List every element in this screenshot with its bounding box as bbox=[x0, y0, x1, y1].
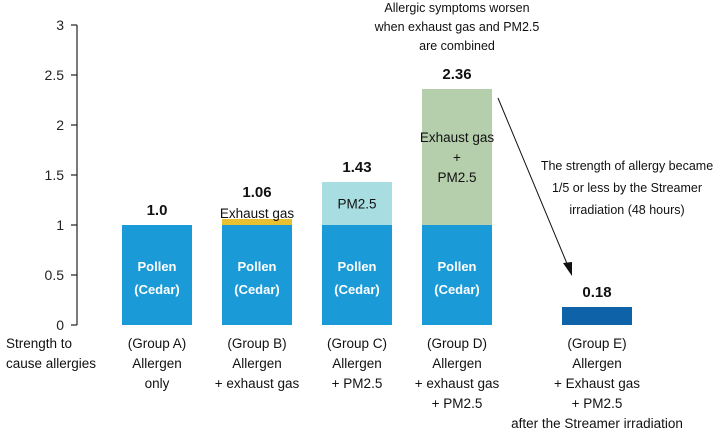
y-tick-label: 2 bbox=[56, 117, 64, 133]
segment-label: PM2.5 bbox=[437, 170, 476, 185]
category-label: + PM2.5 bbox=[432, 396, 483, 411]
top-note-line: when exhaust gas and PM2.5 bbox=[374, 20, 540, 34]
y-tick-label: 1.5 bbox=[45, 167, 65, 183]
category-label: Allergen bbox=[332, 356, 382, 371]
y-tick-label: 0 bbox=[56, 317, 64, 333]
segment-label: + bbox=[453, 150, 461, 165]
category-label: (Group D) bbox=[427, 336, 487, 351]
segment-label: Pollen bbox=[137, 259, 176, 274]
category-label: + PM2.5 bbox=[572, 396, 623, 411]
category-label: + exhaust gas bbox=[415, 376, 500, 391]
segment-label: Exhaust gas bbox=[420, 130, 495, 145]
reduction-arrow bbox=[497, 97, 572, 276]
category-label: Allergen bbox=[432, 356, 482, 371]
bar-segment bbox=[322, 225, 392, 325]
bar-segment bbox=[422, 225, 492, 325]
category-label: (Group A) bbox=[128, 336, 187, 351]
segment-label: (Cedar) bbox=[434, 282, 480, 297]
category-label: Allergen bbox=[232, 356, 282, 371]
segment-label: Pollen bbox=[237, 259, 276, 274]
side-annotation: The strength of allergy became 1/5 or les… bbox=[541, 159, 713, 217]
segment-label: Exhaust gas bbox=[220, 206, 295, 221]
segment-label: (Cedar) bbox=[234, 282, 280, 297]
bar-segment bbox=[122, 225, 192, 325]
segment-label: PM2.5 bbox=[337, 197, 376, 212]
category-labels: (Group A) Allergen only (Group B) Allergen + … bbox=[128, 336, 683, 430]
y-axis-label: Strength to cause allergies bbox=[6, 336, 96, 371]
category-label: + exhaust gas bbox=[215, 376, 300, 391]
segment-label: Pollen bbox=[437, 259, 476, 274]
top-note-line: Allergic symptoms worsen bbox=[384, 1, 529, 15]
segment-label: (Cedar) bbox=[334, 282, 380, 297]
y-tick-label: 2.5 bbox=[45, 67, 65, 83]
side-note-line: 1/5 or less by the Streamer bbox=[552, 181, 702, 195]
category-label: after the Streamer irradiation bbox=[511, 416, 683, 430]
category-label: Allergen bbox=[572, 356, 622, 371]
bar-total-label: 1.0 bbox=[147, 202, 168, 219]
category-label: only bbox=[145, 376, 170, 391]
y-axis-label-line-1: Strength to bbox=[6, 336, 72, 351]
bar-segment bbox=[322, 182, 392, 225]
side-note-line: irradiation (48 hours) bbox=[569, 203, 684, 217]
bar-segment bbox=[222, 225, 292, 325]
segment-label: Pollen bbox=[337, 259, 376, 274]
bar-segment bbox=[422, 89, 492, 225]
category-label: + Exhaust gas bbox=[554, 376, 640, 391]
top-note-line: are combined bbox=[419, 39, 495, 53]
bar-segment bbox=[562, 307, 632, 325]
bar-total-label: 2.36 bbox=[442, 66, 471, 83]
bar-total-label: 0.18 bbox=[582, 284, 611, 301]
segment-label: (Cedar) bbox=[134, 282, 180, 297]
category-label: (Group E) bbox=[567, 336, 626, 351]
bar-total-label: 1.06 bbox=[242, 184, 271, 201]
side-note-line: The strength of allergy became bbox=[541, 159, 713, 173]
y-axis-ticks: 0 0.5 1 1.5 2 2.5 3 bbox=[45, 17, 77, 333]
y-tick-label: 3 bbox=[56, 17, 64, 33]
category-label: + PM2.5 bbox=[332, 376, 383, 391]
top-annotation: Allergic symptoms worsen when exhaust gas… bbox=[374, 1, 540, 53]
y-tick-label: 1 bbox=[56, 217, 64, 233]
bar-total-label: 1.43 bbox=[342, 159, 371, 176]
y-axis-label-line-2: cause allergies bbox=[6, 356, 96, 371]
category-label: Allergen bbox=[132, 356, 182, 371]
bar-segment bbox=[222, 219, 292, 225]
category-label: (Group C) bbox=[327, 336, 387, 351]
y-tick-label: 0.5 bbox=[45, 267, 65, 283]
category-label: (Group B) bbox=[227, 336, 286, 351]
